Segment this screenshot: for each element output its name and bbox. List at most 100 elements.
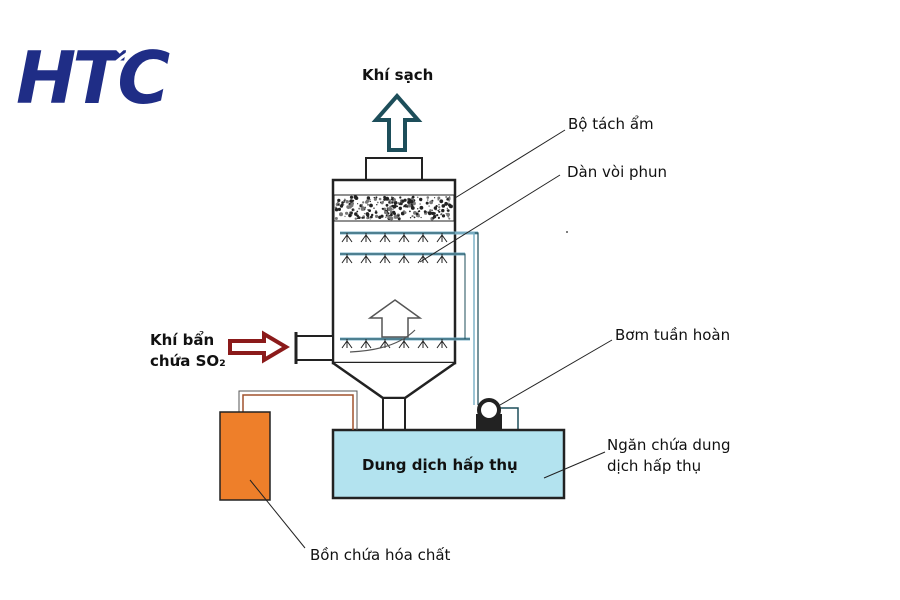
spray-nozzle-icon [341, 254, 353, 264]
packing-dot [373, 197, 377, 201]
leader-tank [543, 451, 606, 479]
packing-dot [413, 216, 416, 219]
spray-nozzle-icon [398, 233, 410, 243]
packing-dot [441, 208, 445, 213]
packing-dot [346, 205, 350, 209]
packing-dot [419, 205, 424, 210]
packing-dot [353, 209, 355, 211]
spray-nozzle-icon [360, 254, 372, 264]
packing-dot [337, 207, 341, 211]
packing-dot [371, 213, 374, 217]
packing-dot [363, 217, 365, 219]
packing-dot [423, 210, 427, 213]
label-chemical-tank: Bồn chứa hóa chất [310, 546, 451, 564]
label-tank-line2: dịch hấp thụ [607, 457, 701, 475]
packing-dot [429, 200, 433, 205]
packing-dot [373, 207, 375, 209]
packing-dot [411, 195, 415, 199]
packing-dot [367, 203, 369, 206]
gas-flow-arrow-icon [367, 299, 423, 338]
spray-nozzle-icon [341, 339, 353, 349]
spray-nozzle-icon [436, 233, 448, 243]
packing-dot [389, 207, 393, 211]
packing-dot [389, 205, 392, 208]
spray-nozzles [341, 233, 448, 349]
packing-dot [356, 210, 359, 213]
pump-icon [477, 398, 501, 422]
recirc-branch [455, 253, 466, 340]
packing-dot [335, 202, 339, 207]
packing-dot [431, 209, 433, 211]
packing-dot [385, 196, 390, 201]
packing-dot [448, 202, 450, 205]
packing-dot [390, 213, 393, 217]
tower-drain-pipe [382, 397, 406, 431]
chem-pipe [242, 394, 354, 430]
packing-dot [446, 198, 449, 201]
packing-dot [350, 203, 354, 208]
packing-dot [438, 203, 440, 206]
packing-dot [445, 212, 447, 215]
packing-dot [440, 212, 443, 215]
packing-dot [376, 201, 379, 204]
packing-dot [341, 201, 344, 204]
packing-dot [391, 201, 394, 204]
packing-dot [370, 215, 373, 219]
packing-dot [397, 202, 400, 205]
packing-dot [354, 212, 358, 216]
packing-dot [385, 203, 389, 207]
packing-dot [343, 198, 346, 201]
packing-dot [340, 203, 343, 206]
packing-dot [349, 199, 353, 203]
packing-dot [366, 216, 369, 220]
packing-dot [387, 215, 391, 219]
packing-dot [428, 205, 430, 207]
spray-nozzle-icon [436, 339, 448, 349]
pump-suction-pipe [500, 407, 519, 430]
packing-dot [411, 215, 414, 218]
packing-dot [388, 201, 391, 204]
packing-dot [358, 207, 361, 210]
packing-dot [337, 203, 340, 206]
label-dirty-gas-2: chứa SO₂ [150, 352, 226, 370]
packing-dot [349, 195, 354, 199]
packing-dot [383, 208, 386, 210]
packing-dot [407, 199, 409, 201]
packing-dot [437, 196, 441, 200]
packing-dot [409, 199, 414, 204]
packing-dot [397, 217, 401, 221]
packing-dot [375, 214, 379, 218]
packing-dot [403, 206, 405, 208]
packing-dot [383, 195, 386, 199]
packing-dot [391, 204, 395, 208]
packing-dot [376, 204, 378, 206]
inlet-nozzle [295, 335, 334, 361]
label-pump: Bơm tuần hoàn [615, 326, 730, 344]
gas-flow-curve [349, 329, 416, 353]
mist-eliminator [333, 194, 455, 222]
packing-dot [386, 208, 388, 210]
htc-logo: HTC [16, 29, 192, 120]
packing-dot [392, 208, 394, 211]
packing-dot [366, 196, 371, 200]
packing-dot [393, 201, 398, 205]
packing-dot [350, 211, 353, 215]
packing-dot [444, 202, 448, 206]
spray-nozzle-icon [379, 254, 391, 264]
stray-dot [566, 231, 568, 233]
packing-dot [369, 198, 371, 201]
packing-dot [416, 196, 419, 199]
spray-nozzle-icon [341, 233, 353, 243]
packing-dot [448, 200, 450, 202]
packing-dot [339, 212, 343, 217]
packing-dot [419, 203, 421, 205]
spray-nozzle-icon [360, 339, 372, 349]
packing-dot [353, 195, 358, 199]
packing-dot [390, 198, 394, 201]
packing-dot [397, 214, 400, 217]
packing-dot [426, 199, 429, 201]
logo-swoosh-icon-2 [115, 41, 189, 64]
packing-dot [433, 206, 438, 210]
